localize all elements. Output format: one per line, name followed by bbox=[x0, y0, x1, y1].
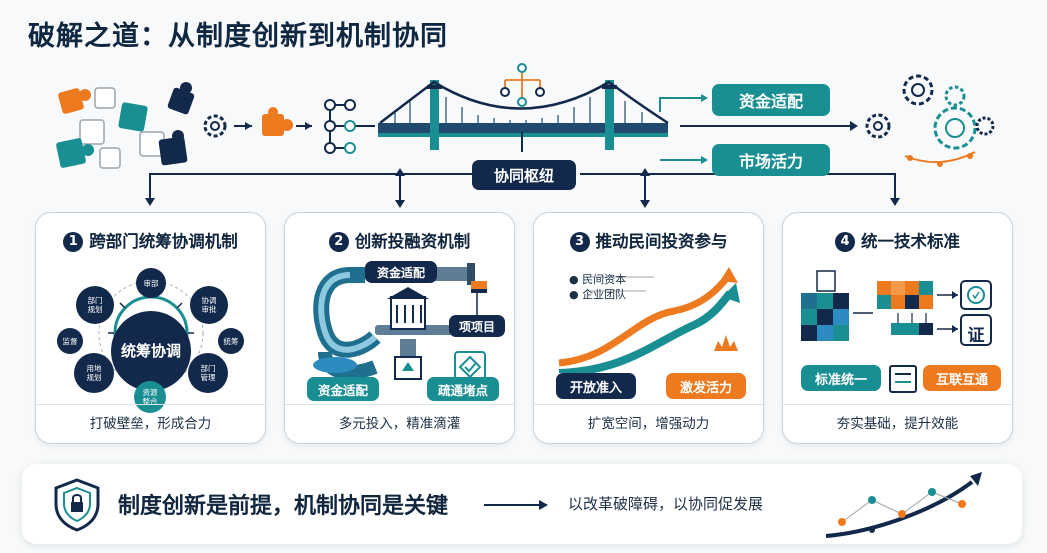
node: 部门管理 bbox=[188, 353, 228, 393]
growth-network-icon bbox=[825, 472, 982, 538]
node: 用地规划 bbox=[74, 353, 114, 393]
document-icon bbox=[889, 365, 917, 393]
output-market-vitality: 市场活力 bbox=[712, 144, 830, 176]
standardization-diagram bbox=[801, 270, 992, 346]
legend-private-capital: ● 民间资本 bbox=[569, 273, 627, 286]
result-statement: 以改革破障碍，以协同促发展 bbox=[568, 495, 764, 513]
key-statement: 制度创新是前提，机制协同是关键 bbox=[118, 494, 449, 519]
top-flow-illustration bbox=[56, 63, 995, 208]
gear-icon bbox=[203, 114, 227, 138]
interconnect-label: 互联互通 bbox=[923, 365, 1001, 391]
funding-fit-label-bottom: 资金适配 bbox=[307, 377, 379, 401]
arrow-right-icon bbox=[484, 500, 548, 510]
unblock-label: 疏通堵点 bbox=[427, 377, 499, 401]
node: 协调审批 bbox=[190, 286, 228, 324]
cube-stack-icon bbox=[801, 270, 849, 341]
gears-cluster-icon bbox=[865, 74, 995, 167]
page-title: 破解之道：从制度创新到机制协同 bbox=[28, 21, 448, 52]
card-footer: 夯实基础，提升效能 bbox=[783, 404, 1012, 443]
legend-enterprise-team: ● 企业团队 bbox=[569, 288, 627, 301]
hub-label: 协同枢纽 bbox=[472, 160, 576, 190]
growth-arrows-chart bbox=[558, 267, 740, 373]
stimulate-vitality-label: 激发活力 bbox=[666, 373, 746, 399]
shield-icon bbox=[54, 478, 100, 532]
node: 部门规划 bbox=[76, 286, 114, 324]
node: 资源整合 bbox=[134, 381, 166, 413]
certificate-label: 证 bbox=[967, 326, 985, 346]
puzzle-piece-icon bbox=[262, 114, 284, 136]
card-footer: 多元投入，精准滴灌 bbox=[285, 404, 514, 443]
bridge-icon bbox=[378, 63, 669, 152]
card-footer: 扩宽空间，增强动力 bbox=[534, 404, 763, 443]
project-label: 项项目 bbox=[449, 315, 505, 337]
conclusion-bar: 制度创新是前提，机制协同是关键 以改革破障碍，以协同促发展 bbox=[22, 464, 1022, 544]
output-funding-fit: 资金适配 bbox=[712, 84, 830, 116]
open-access-label: 开放准入 bbox=[556, 373, 636, 399]
funding-fit-label: 资金适配 bbox=[365, 261, 437, 283]
node: 审部 bbox=[136, 268, 166, 298]
puzzle-pieces-icon bbox=[56, 82, 195, 169]
card-footer: 打破壁垒，形成合力 bbox=[36, 404, 265, 443]
node: 监督 bbox=[57, 328, 83, 354]
node: 统筹 bbox=[218, 328, 244, 354]
network-nodes-icon bbox=[324, 99, 375, 154]
standard-grid-icon bbox=[877, 281, 933, 335]
standard-unified-label: 标准统一 bbox=[801, 365, 881, 391]
center-node: 统筹协调 bbox=[111, 311, 191, 391]
